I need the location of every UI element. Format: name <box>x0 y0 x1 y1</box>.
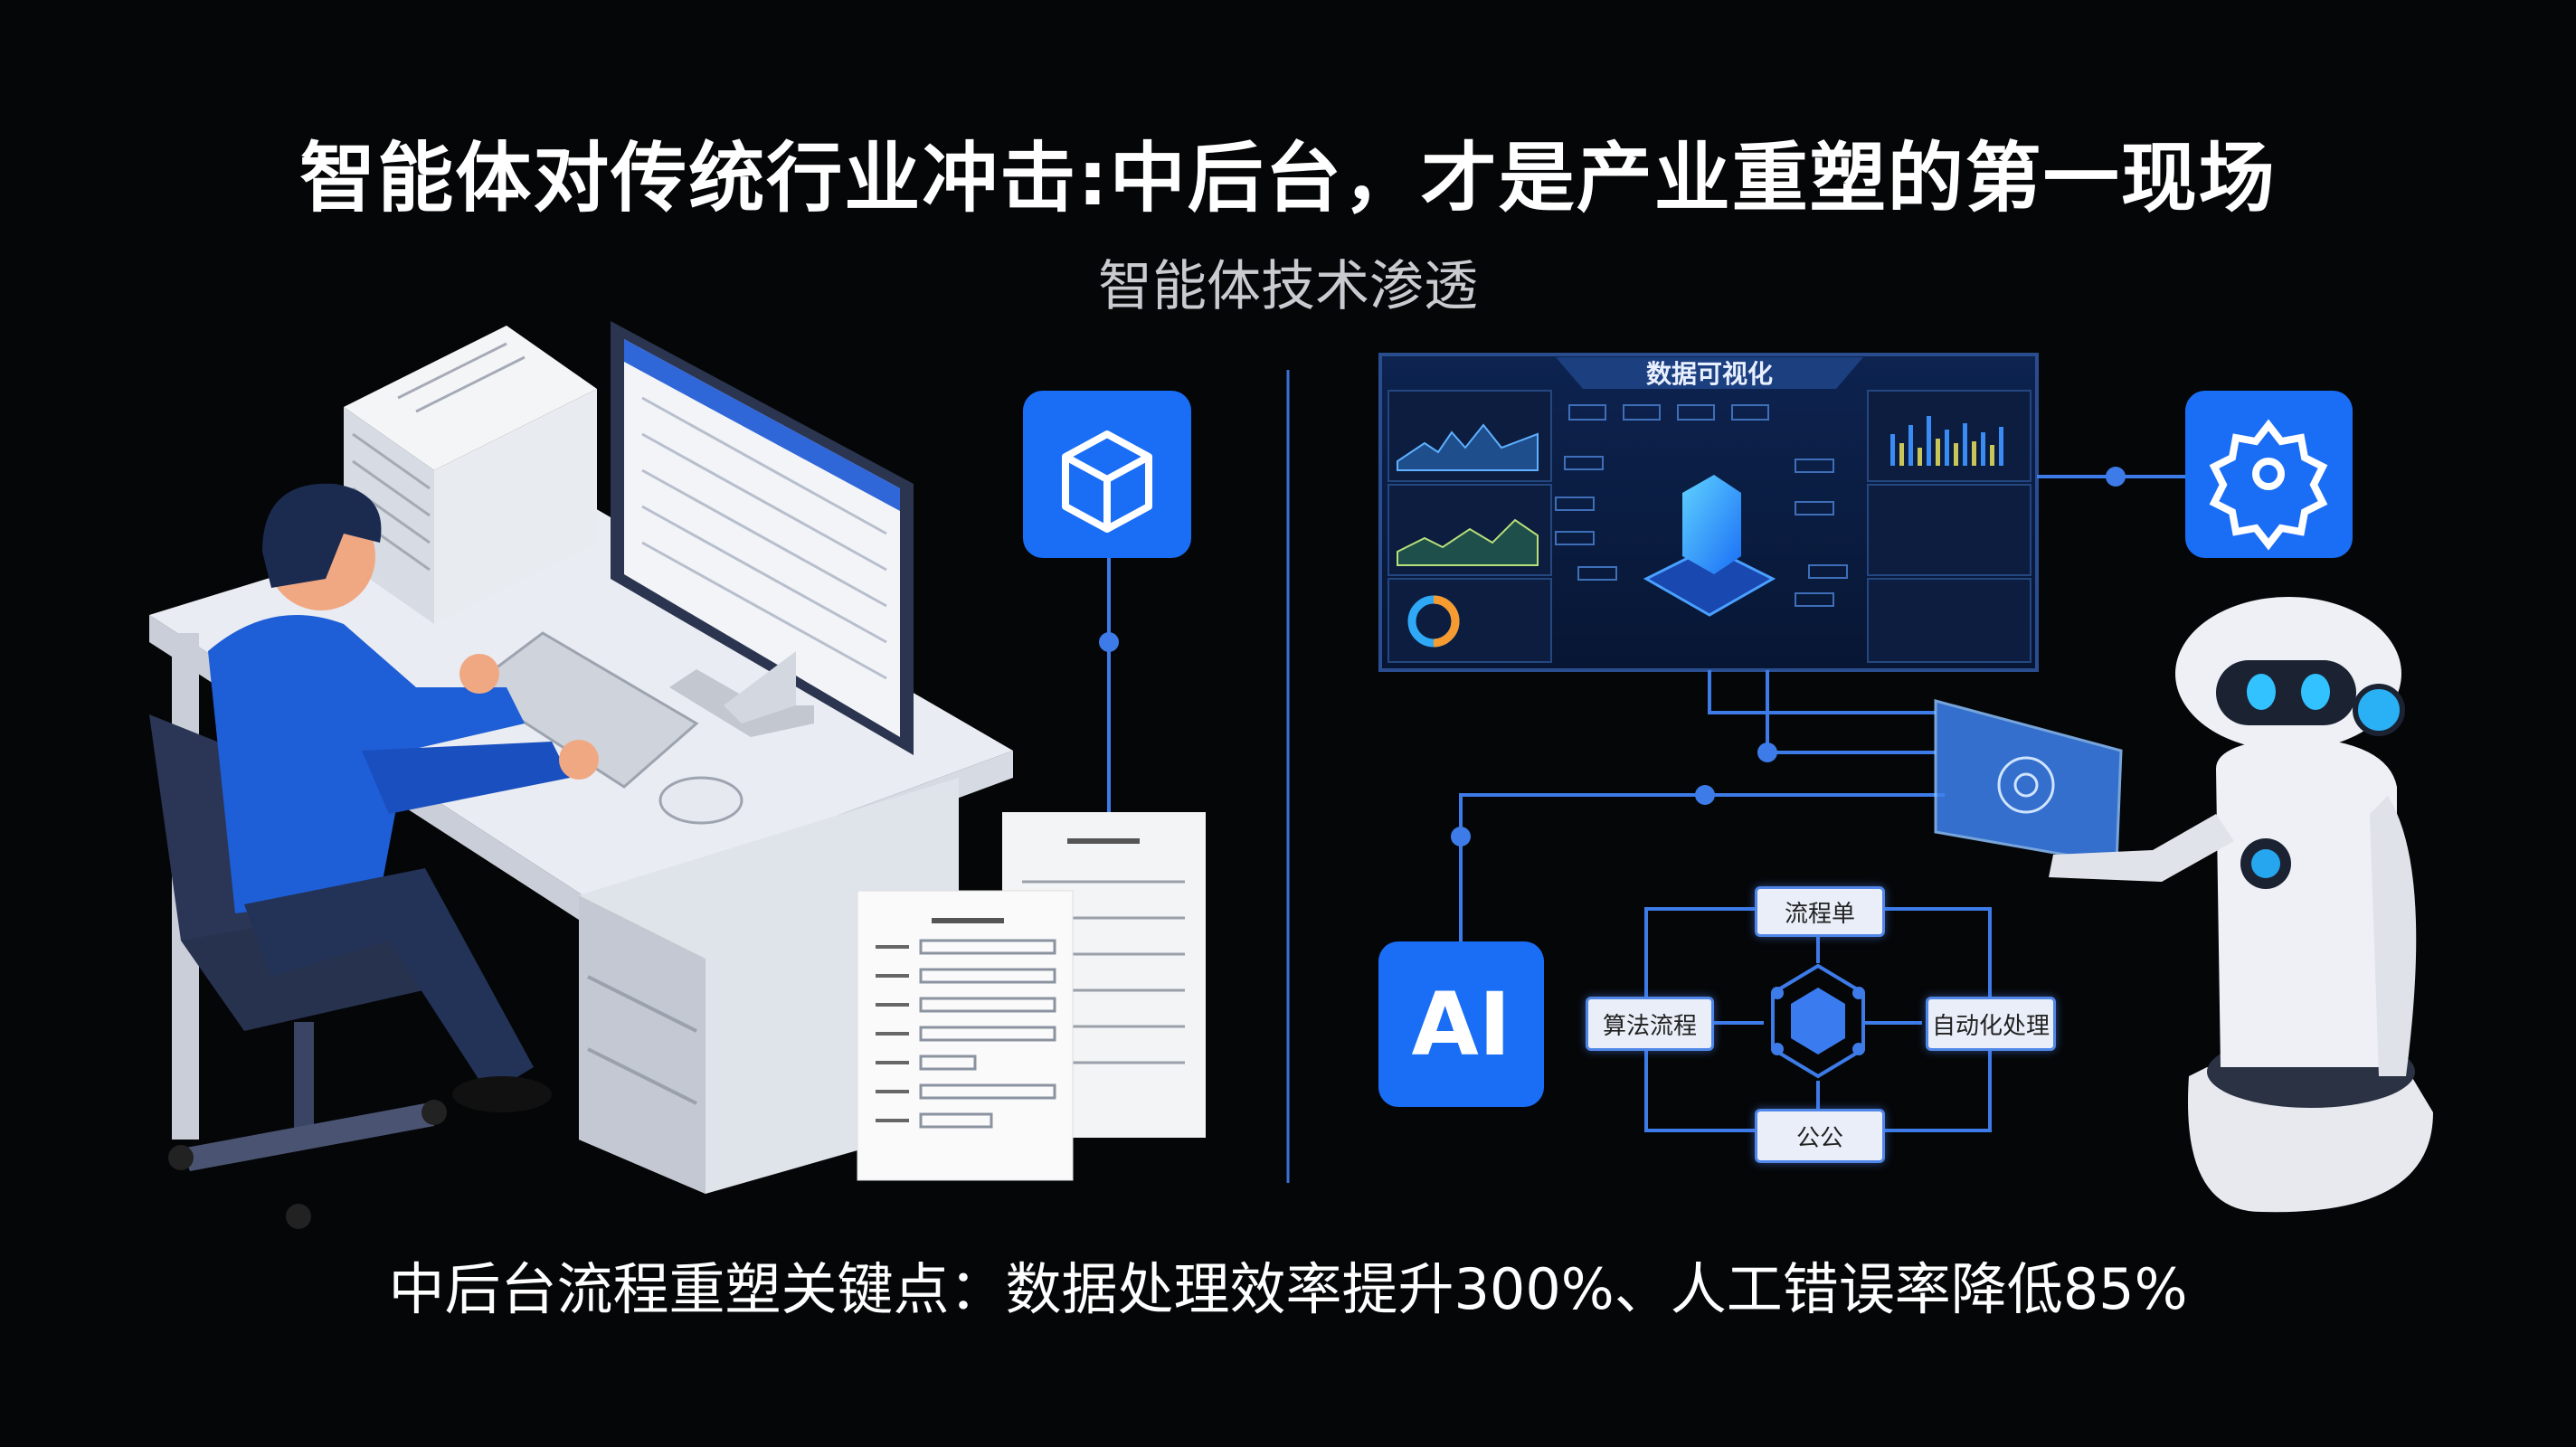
document-forms <box>857 812 1206 1181</box>
flow-hub-icon <box>1791 988 1845 1055</box>
ai-badge-label: AI <box>1411 973 1511 1075</box>
flow-node-top: 流程单 <box>1755 886 1885 937</box>
page-title: 智能体对传统行业冲击:中后台，才是产业重塑的第一现场 <box>299 134 2277 222</box>
ai-badge <box>1378 941 1544 1107</box>
robot <box>2049 597 2433 1213</box>
office-worker <box>208 483 599 1112</box>
office-worker-scene <box>149 321 1206 1229</box>
footer-caption: 中后台流程重塑关键点：数据处理效率提升300%、人工错误率降低85% <box>388 1256 2188 1322</box>
flow-node-right: 自动化处理 <box>1926 997 2056 1051</box>
page-subtitle: 智能体技术渗透 <box>1098 255 1478 318</box>
ai-gear-icon <box>2185 391 2353 558</box>
flow-node-left: 算法流程 <box>1586 997 1714 1051</box>
dashboard-title: 数据可视化 <box>1645 359 1773 389</box>
data-dashboard-screen <box>1378 353 2039 672</box>
holographic-tablet <box>1934 699 2123 865</box>
connector-dot <box>1099 632 1119 652</box>
computer-monitor <box>611 321 914 755</box>
mouse <box>658 776 743 825</box>
flow-node-bottom: 公公 <box>1755 1109 1885 1163</box>
cube-icon <box>1023 391 1191 558</box>
connector-dots <box>1451 467 2126 846</box>
